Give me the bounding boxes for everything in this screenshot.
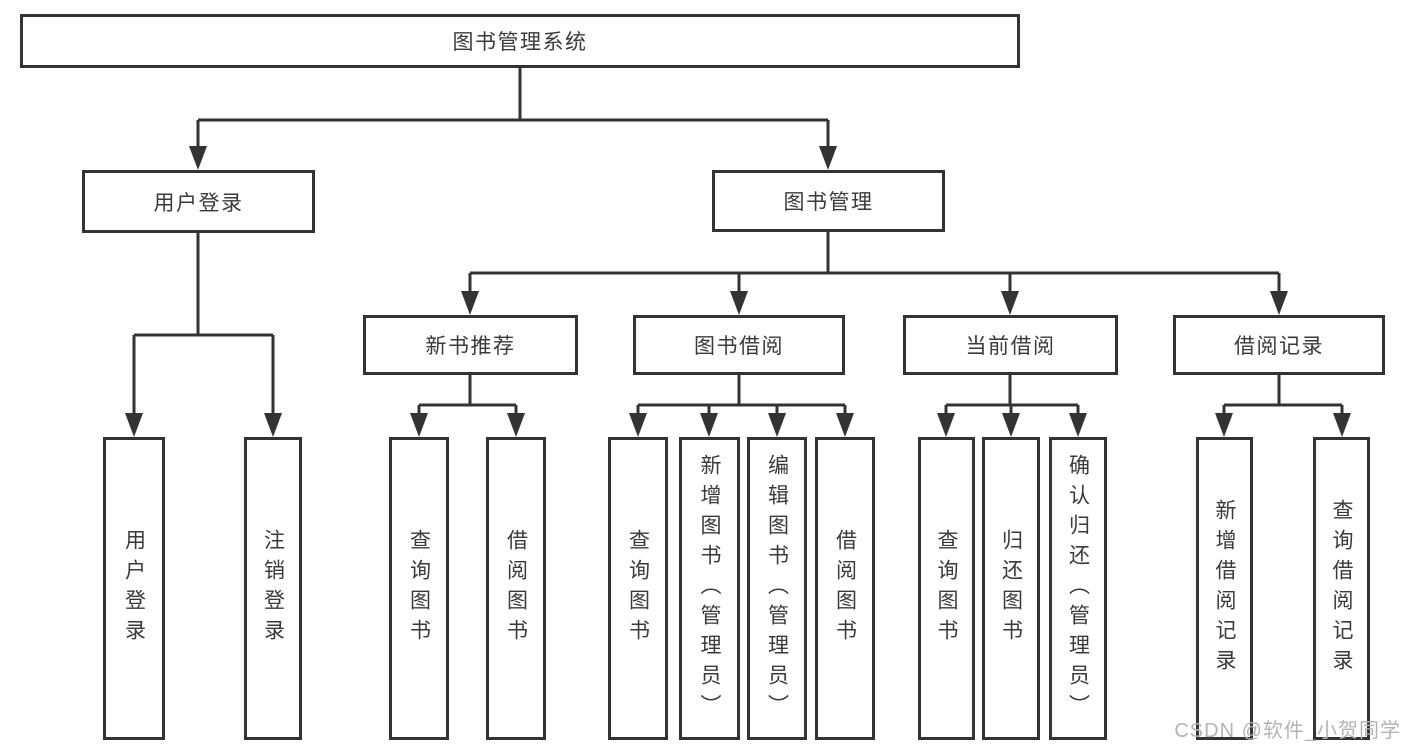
leaf-query-books-borrow-label: 查询图书 <box>626 528 650 649</box>
connector-book-management-branch <box>468 232 1281 293</box>
node-user-login-label: 用户登录 <box>153 191 244 215</box>
connector-root-branch <box>196 68 830 148</box>
arrowheads-root-branch <box>189 146 837 170</box>
leaf-logout-login-label: 注销登录 <box>261 528 285 649</box>
leaf-edit-books-admin: 编辑图书（管理员） <box>747 437 807 740</box>
leaf-borrow-books-recommend-label: 借阅图书 <box>504 528 528 649</box>
node-root-label: 图书管理系统 <box>452 31 588 54</box>
connector-current-borrow-branch <box>944 375 1080 415</box>
node-book-management-label: 图书管理 <box>783 191 874 214</box>
connector-new-book-recommend-branch <box>417 375 518 415</box>
leaf-return-books-label: 归还图书 <box>999 528 1023 649</box>
leaf-user-login: 用户登录 <box>103 437 165 740</box>
leaf-borrow-books: 借阅图书 <box>815 437 875 740</box>
connector-user-login-branch <box>132 233 275 415</box>
leaf-query-books-borrow: 查询图书 <box>608 437 668 740</box>
arrowheads-borrow-records-branch <box>1215 413 1351 437</box>
arrowheads-book-borrow-branch <box>629 413 854 437</box>
node-current-borrow: 当前借阅 <box>903 315 1118 375</box>
leaf-borrow-books-recommend: 借阅图书 <box>486 437 546 740</box>
node-borrow-records: 借阅记录 <box>1173 315 1385 375</box>
node-borrow-records-label: 借阅记录 <box>1234 335 1324 358</box>
leaf-confirm-return-admin-label: 确认归还（管理员） <box>1066 453 1090 724</box>
node-book-management: 图书管理 <box>712 170 945 232</box>
node-book-borrow: 图书借阅 <box>633 315 845 375</box>
leaf-add-borrow-record-label: 新增借阅记录 <box>1213 498 1237 679</box>
leaf-query-borrow-record-label: 查询借阅记录 <box>1330 498 1354 679</box>
leaf-query-books-recommend-label: 查询图书 <box>407 528 431 649</box>
leaf-user-login-label: 用户登录 <box>122 528 146 649</box>
leaf-return-books: 归还图书 <box>982 437 1040 740</box>
connector-book-borrow-branch <box>636 375 847 415</box>
arrowheads-book-management-branch <box>461 291 1288 315</box>
leaf-confirm-return-admin: 确认归还（管理员） <box>1049 437 1107 740</box>
arrowheads-current-borrow-branch <box>937 413 1087 437</box>
leaf-borrow-books-label: 借阅图书 <box>833 528 857 649</box>
leaf-add-books-admin: 新增图书（管理员） <box>679 437 740 740</box>
leaf-query-borrow-record: 查询借阅记录 <box>1313 437 1370 740</box>
watermark: CSDN @软件_小贺同学 <box>1174 720 1401 742</box>
leaf-query-books-recommend: 查询图书 <box>389 437 449 740</box>
leaf-query-books-current-label: 查询图书 <box>935 528 959 649</box>
node-new-book-recommend: 新书推荐 <box>363 315 578 375</box>
leaf-query-books-current: 查询图书 <box>918 437 975 740</box>
connector-borrow-records-branch <box>1222 375 1344 415</box>
arrowheads-user-login-branch <box>125 413 282 437</box>
node-user-login: 用户登录 <box>82 170 315 233</box>
leaf-add-books-admin-label: 新增图书（管理员） <box>698 453 722 724</box>
leaf-add-borrow-record: 新增借阅记录 <box>1196 437 1253 740</box>
node-new-book-recommend-label: 新书推荐 <box>425 335 516 358</box>
leaf-edit-books-admin-label: 编辑图书（管理员） <box>765 453 789 724</box>
arrowheads-new-book-recommend-branch <box>410 413 525 437</box>
node-root: 图书管理系统 <box>20 14 1020 68</box>
node-book-borrow-label: 图书借阅 <box>694 335 784 358</box>
leaf-logout-login: 注销登录 <box>244 437 302 740</box>
node-current-borrow-label: 当前借阅 <box>965 335 1056 358</box>
